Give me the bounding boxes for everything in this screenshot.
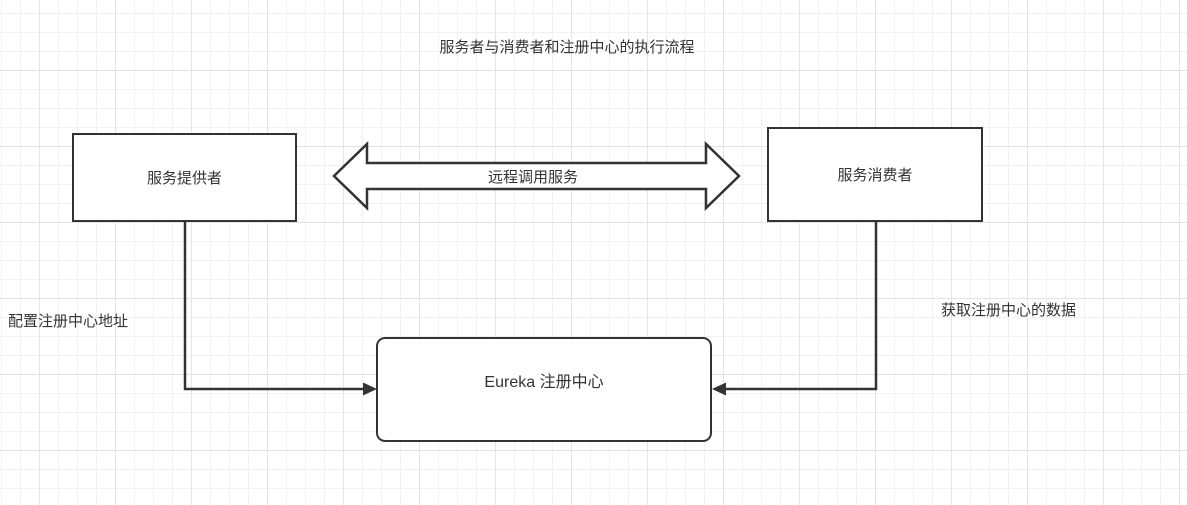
consumer-to-registry-arrowhead — [712, 382, 726, 396]
consumer-to-registry-connector[interactable] — [724, 222, 878, 391]
remote-call-double-arrow[interactable] — [332, 141, 741, 211]
node-eureka-registry-label: Eureka 注册中心 — [484, 373, 604, 391]
node-service-consumer[interactable]: 服务消费者 — [767, 127, 983, 222]
consumer-to-registry-edge-label[interactable]: 获取注册中心的数据 — [941, 302, 1077, 319]
provider-to-registry-connector[interactable] — [183, 222, 365, 391]
node-service-provider[interactable]: 服务提供者 — [72, 133, 297, 222]
node-eureka-registry[interactable]: Eureka 注册中心 — [376, 337, 712, 442]
provider-to-registry-edge-label[interactable]: 配置注册中心地址 — [8, 313, 129, 330]
node-service-provider-label: 服务提供者 — [146, 170, 222, 187]
diagram-title[interactable]: 服务者与消费者和注册中心的执行流程 — [439, 39, 695, 56]
node-service-consumer-label: 服务消费者 — [837, 167, 913, 184]
remote-call-edge-label[interactable]: 远程调用服务 — [487, 169, 578, 186]
provider-to-registry-arrowhead — [363, 382, 377, 396]
